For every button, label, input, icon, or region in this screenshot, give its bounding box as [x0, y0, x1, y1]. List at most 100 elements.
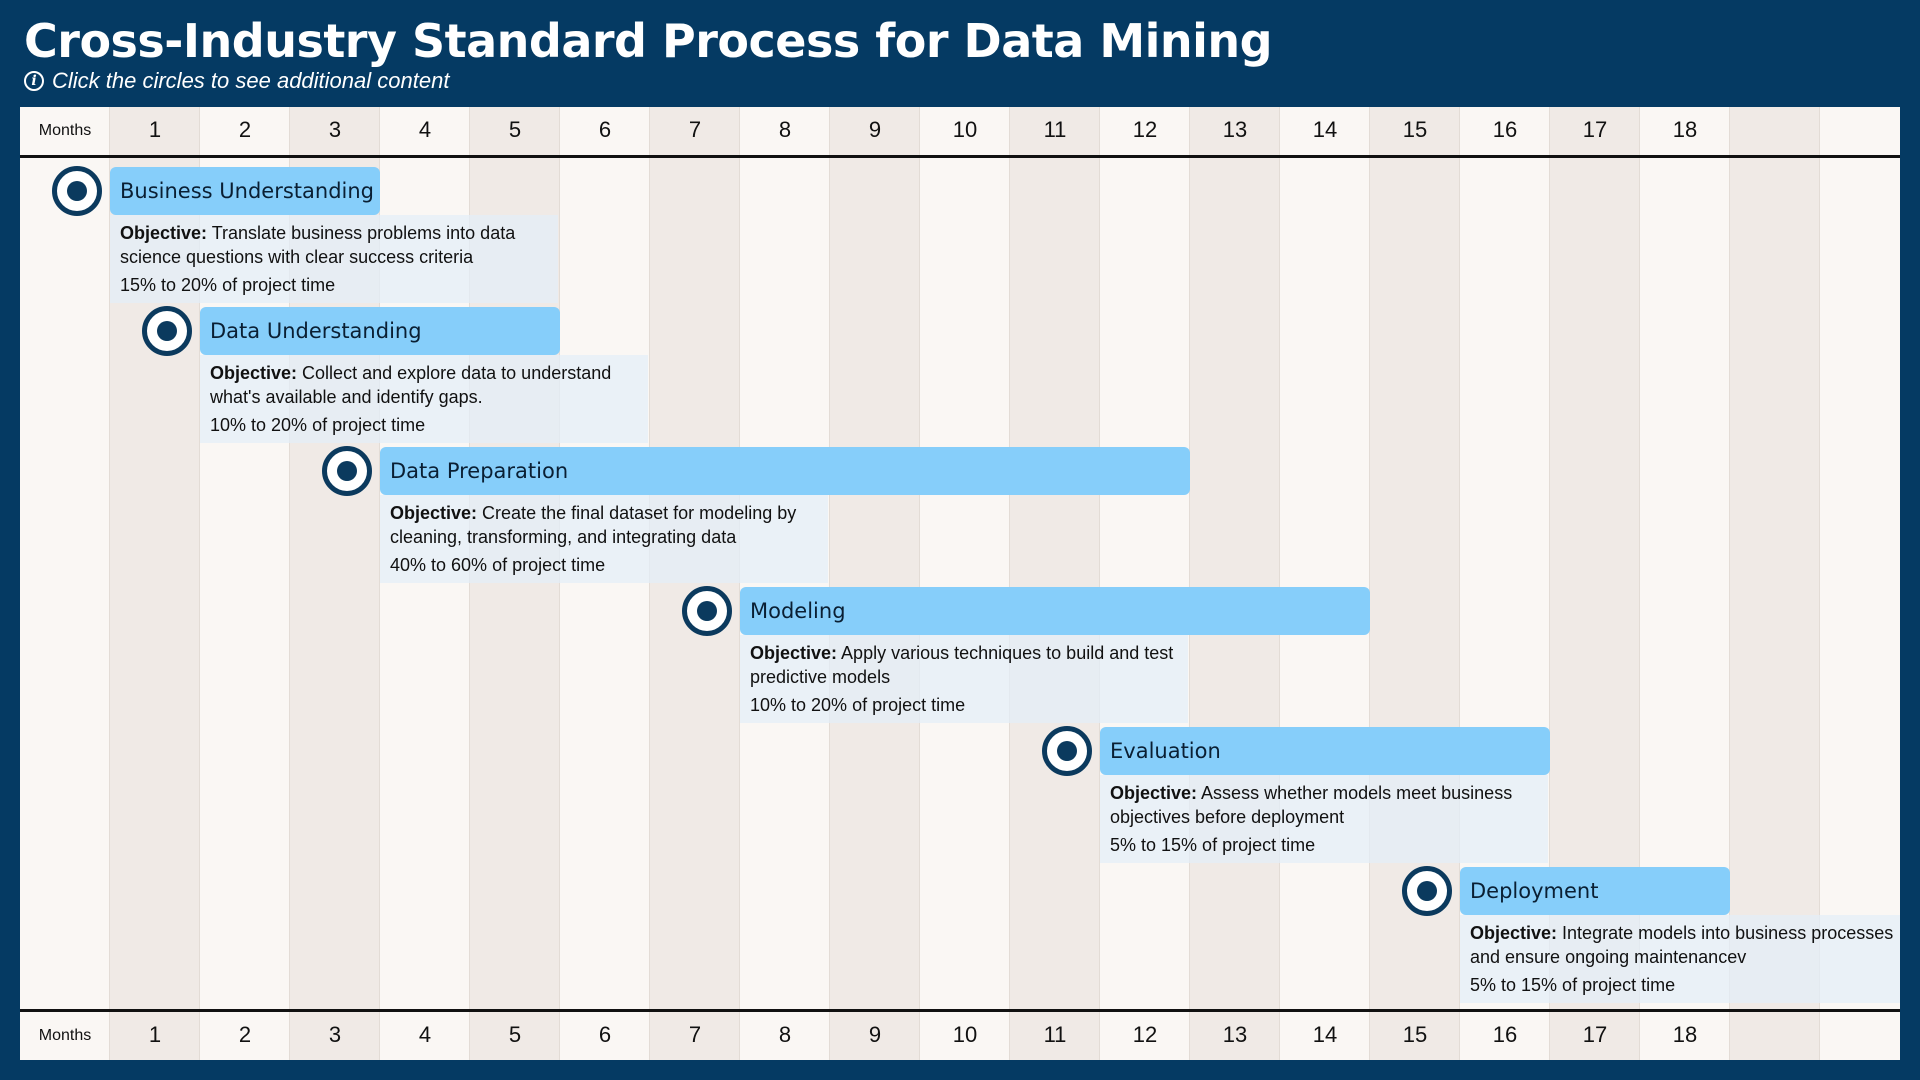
- objective-text: Translate business problems into data sc…: [120, 223, 516, 267]
- objective-text: Apply various techniques to build and te…: [750, 643, 1174, 687]
- month-column: [1730, 107, 1820, 1060]
- month-column: [1190, 107, 1280, 1060]
- phase-name: Data Understanding: [210, 319, 422, 343]
- month-column: [560, 107, 650, 1060]
- header-bottom-month-1: 1: [148, 1022, 162, 1047]
- header-bottom-axis-label: Months: [38, 1027, 92, 1044]
- phase-time-share: 5% to 15% of project time: [1470, 975, 1676, 995]
- header-top-month-2: 2: [238, 117, 252, 142]
- phase-bar: Business Understanding: [110, 167, 380, 215]
- phase-toggle-circle[interactable]: [142, 306, 192, 356]
- header-bottom-month-17: 17: [1582, 1022, 1608, 1047]
- phase-objective: Objective: Integrate models into busines…: [1470, 921, 1898, 969]
- phase-bar: Deployment: [1460, 867, 1730, 915]
- objective-text: Collect and explore data to understand w…: [210, 363, 612, 407]
- header-bottom-month-6: 6: [598, 1022, 612, 1047]
- month-column: [1460, 107, 1550, 1060]
- phase-bar: Data Understanding: [200, 307, 560, 355]
- phase-name: Data Preparation: [390, 459, 569, 483]
- phase-detail: Objective: Create the final dataset for …: [380, 495, 828, 583]
- phase-objective: Objective: Translate business problems i…: [120, 221, 548, 269]
- header-top-month-6: 6: [598, 117, 612, 142]
- header-top-month-17: 17: [1582, 117, 1608, 142]
- header-bottom-month-2: 2: [238, 1022, 252, 1047]
- phase-toggle-circle[interactable]: [52, 166, 102, 216]
- subtitle-text: Click the circles to see additional cont…: [52, 68, 450, 93]
- month-column: [740, 107, 830, 1060]
- header-bottom-month-4: 4: [418, 1022, 432, 1047]
- month-column: [1370, 107, 1460, 1060]
- header-bottom-month-18: 18: [1672, 1022, 1698, 1047]
- header-top-month-18: 18: [1672, 117, 1698, 142]
- month-column: [380, 107, 470, 1060]
- objective-label: Objective:: [120, 223, 208, 243]
- phase-time-share: 10% to 20% of project time: [750, 695, 966, 715]
- header-top-month-12: 12: [1132, 117, 1158, 142]
- header-bottom-month-13: 13: [1222, 1022, 1248, 1047]
- header-top-month-1: 1: [148, 117, 162, 142]
- header-bottom-month-5: 5: [508, 1022, 522, 1047]
- objective-label: Objective:: [390, 503, 478, 523]
- header-bottom-month-8: 8: [778, 1022, 792, 1047]
- header-bottom-month-9: 9: [868, 1022, 882, 1047]
- header-top-month-14: 14: [1312, 117, 1338, 142]
- objective-label: Objective:: [1470, 923, 1558, 943]
- objective-text: Assess whether models meet business obje…: [1110, 783, 1513, 827]
- phase-name: Business Understanding: [120, 179, 374, 203]
- phase-time-share: 10% to 20% of project time: [210, 415, 426, 435]
- header-top-month-10: 10: [952, 117, 978, 142]
- phase-name: Deployment: [1470, 879, 1599, 903]
- objective-text: Create the final dataset for modeling by…: [390, 503, 797, 547]
- header-bottom-month-7: 7: [688, 1022, 702, 1047]
- month-column: [200, 107, 290, 1060]
- objective-text: Integrate models into business processes…: [1470, 923, 1894, 967]
- phase-time-share: 15% to 20% of project time: [120, 275, 336, 295]
- phase-detail: Objective: Integrate models into busines…: [1460, 915, 1900, 1003]
- phase-toggle-circle[interactable]: [1402, 866, 1452, 916]
- info-icon: i: [24, 71, 44, 91]
- header-top-month-4: 4: [418, 117, 432, 142]
- header-bottom-month-16: 16: [1492, 1022, 1518, 1047]
- phase-bar: Evaluation: [1100, 727, 1550, 775]
- month-column: [920, 107, 1010, 1060]
- subtitle: i Click the circles to see additional co…: [24, 68, 449, 94]
- phase-detail: Objective: Apply various techniques to b…: [740, 635, 1188, 723]
- header-top-month-7: 7: [688, 117, 702, 142]
- page-title: Cross-Industry Standard Process for Data…: [24, 14, 1273, 68]
- phase-detail: Objective: Collect and explore data to u…: [200, 355, 648, 443]
- objective-label: Objective:: [1110, 783, 1198, 803]
- phase-toggle-circle[interactable]: [682, 586, 732, 636]
- header-top-axis-label: Months: [38, 122, 92, 139]
- phase-time-share: 5% to 15% of project time: [1110, 835, 1316, 855]
- header-top-month-3: 3: [328, 117, 342, 142]
- circle-dot-icon: [157, 321, 177, 341]
- phase-toggle-circle[interactable]: [1042, 726, 1092, 776]
- header-top-month-13: 13: [1222, 117, 1248, 142]
- phase-name: Modeling: [750, 599, 846, 623]
- header-top-month-8: 8: [778, 117, 792, 142]
- header-top-month-9: 9: [868, 117, 882, 142]
- header-bottom-month-15: 15: [1402, 1022, 1428, 1047]
- phase-name: Evaluation: [1110, 739, 1221, 763]
- month-column: [830, 107, 920, 1060]
- header-bottom-month-14: 14: [1312, 1022, 1338, 1047]
- phase-toggle-circle[interactable]: [322, 446, 372, 496]
- circle-dot-icon: [337, 461, 357, 481]
- circle-dot-icon: [67, 181, 87, 201]
- header-top-month-16: 16: [1492, 117, 1518, 142]
- header-bottom-month-12: 12: [1132, 1022, 1158, 1047]
- phase-objective: Objective: Apply various techniques to b…: [750, 641, 1178, 689]
- header-bottom-month-3: 3: [328, 1022, 342, 1047]
- header-top-month-15: 15: [1402, 117, 1428, 142]
- phase-detail: Objective: Assess whether models meet bu…: [1100, 775, 1548, 863]
- circle-dot-icon: [697, 601, 717, 621]
- month-column: [1100, 107, 1190, 1060]
- header-top-month-5: 5: [508, 117, 522, 142]
- month-column: [650, 107, 740, 1060]
- month-column: [1280, 107, 1370, 1060]
- month-column: [1010, 107, 1100, 1060]
- phase-bar: Modeling: [740, 587, 1370, 635]
- phase-objective: Objective: Create the final dataset for …: [390, 501, 818, 549]
